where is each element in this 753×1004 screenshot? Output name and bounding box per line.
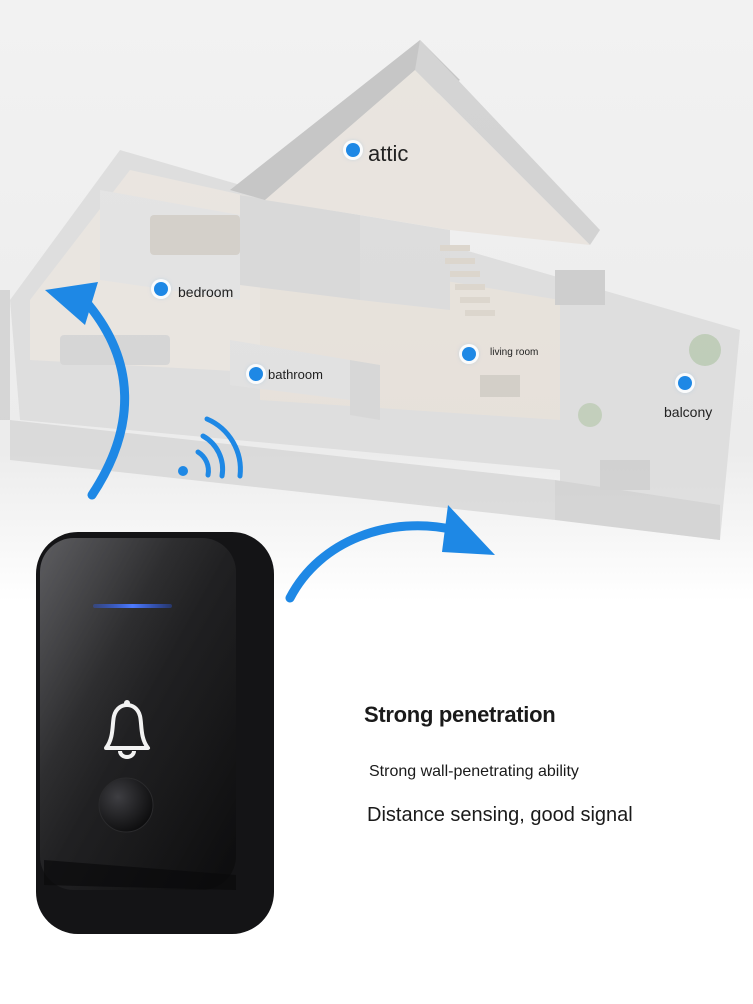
bedroom-marker-dot — [154, 282, 168, 296]
feature-line-signal: Distance sensing, good signal — [367, 804, 633, 826]
bedroom-label: bedroom — [178, 284, 234, 300]
signal-arrow-up-left — [45, 282, 130, 500]
led-indicator — [93, 604, 172, 608]
headline: Strong penetration — [364, 702, 556, 727]
attic-marker-dot — [346, 143, 360, 157]
bell-icon — [104, 700, 150, 759]
wifi-signal-icon — [178, 416, 243, 479]
doorbell-device — [36, 532, 274, 934]
living-room-marker-dot — [462, 347, 476, 361]
attic-label: attic — [368, 141, 409, 166]
balcony-label: balcony — [664, 404, 713, 420]
bathroom-label: bathroom — [268, 367, 323, 382]
feature-line-wall-penetration: Strong wall-penetrating ability — [369, 763, 579, 780]
house-floor-plan — [0, 40, 740, 540]
doorbell-button — [99, 778, 153, 832]
living-room-label: living room — [490, 347, 539, 358]
bathroom-marker-dot — [249, 367, 263, 381]
balcony-marker-dot — [678, 376, 692, 390]
signal-arrow-right — [285, 505, 495, 603]
